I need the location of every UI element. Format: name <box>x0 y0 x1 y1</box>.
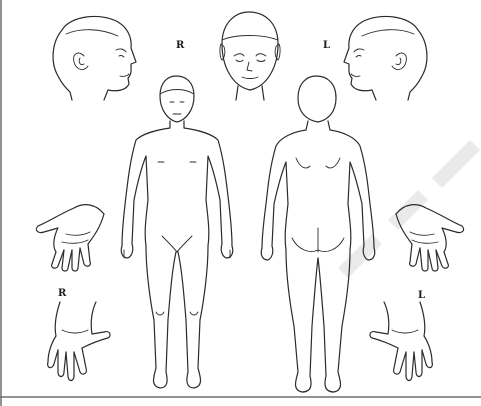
label-right-hand: R <box>58 289 66 299</box>
label-left-top: L <box>323 41 330 51</box>
head-front <box>220 12 280 100</box>
head-left-profile <box>344 16 427 100</box>
hand-lower-left <box>48 302 110 381</box>
head-right-profile <box>53 16 136 100</box>
body-front <box>121 76 233 388</box>
label-left-hand: L <box>418 291 425 301</box>
hand-lower-right <box>370 302 432 381</box>
body-back <box>261 76 375 392</box>
label-right-top: R <box>176 41 184 51</box>
watermark <box>338 140 480 278</box>
hand-upper-left <box>36 205 104 271</box>
